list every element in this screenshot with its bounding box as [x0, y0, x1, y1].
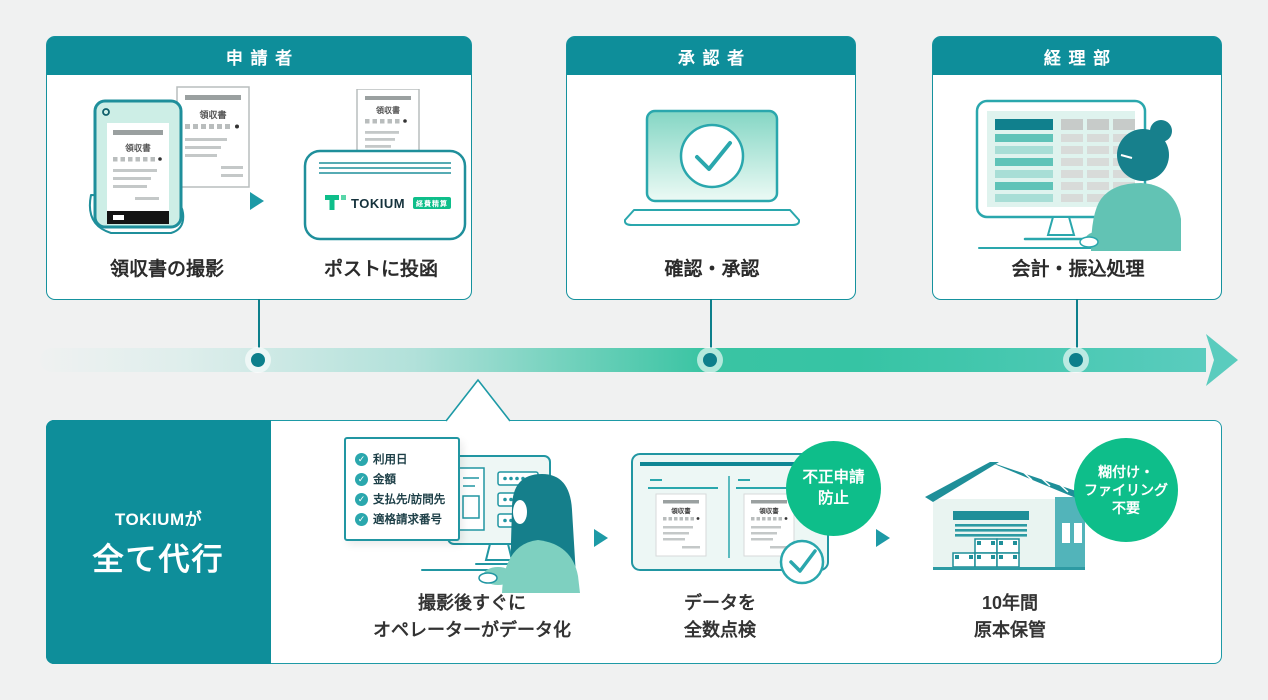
step-label-digitize: 撮影後すぐに オペレーターがデータ化	[373, 593, 571, 640]
tokium-post-icon: TOKIUM 経費精算	[303, 149, 467, 241]
svg-text:領収書: 領収書	[758, 506, 779, 515]
timeline-dot	[1063, 347, 1089, 373]
card-approver: 承認者 確認・承認	[566, 36, 856, 300]
receipt-thumbnail-icon: 領収書	[655, 493, 707, 557]
check-icon: ✓	[355, 512, 368, 526]
operator-illustration	[421, 455, 580, 593]
checkmark-icon	[789, 549, 817, 573]
check-circle-icon	[779, 539, 825, 585]
check-icon: ✓	[355, 472, 368, 486]
connector-line	[710, 299, 712, 360]
step-label-approve: 確認・承認	[664, 259, 760, 280]
no-filing-badge: 糊付け・ ファイリング 不要	[1074, 438, 1178, 542]
timeline-arrowhead-icon	[1206, 334, 1238, 386]
check-circle-icon	[679, 123, 745, 189]
arrow-right-icon	[594, 529, 608, 547]
connector-line	[258, 299, 260, 360]
fraud-prevention-badge: 不正申請 防止	[786, 441, 881, 536]
svg-text:経費精算: 経費精算	[416, 199, 448, 208]
svg-text:TOKIUM: TOKIUM	[351, 196, 405, 211]
phone-capture-illustration: 領収書	[89, 86, 250, 234]
card-accounting-header: 経理部	[933, 37, 1221, 75]
checklist-item: ✓ 適格請求番号	[355, 511, 449, 527]
svg-text:領収書: 領収書	[670, 506, 691, 515]
tokium-logo: TOKIUM 経費精算	[325, 195, 451, 211]
step-label-inspect: データを 全数点検	[684, 593, 756, 640]
arrow-right-icon	[250, 192, 264, 210]
laptop-base	[624, 209, 800, 226]
checkmark-icon	[695, 141, 732, 171]
timeline-dot	[697, 347, 723, 373]
operator-person-icon	[478, 474, 580, 593]
svg-text:領収書: 領収書	[199, 109, 226, 120]
step-label-capture: 領収書の撮影	[109, 259, 224, 280]
check-icon: ✓	[355, 492, 368, 506]
checklist-item: ✓ 支払先/訪問先	[355, 491, 449, 507]
card-approver-header: 承認者	[567, 37, 855, 75]
timeline-arrow	[40, 348, 1206, 372]
panel-service-line: 全て代行	[92, 542, 225, 577]
panel-brand-line: TOKIUMが	[114, 510, 203, 529]
check-icon: ✓	[355, 452, 368, 466]
step-label-storage: 10年間 原本保管	[974, 593, 1046, 640]
accounting-monitor-illustration	[975, 99, 1181, 251]
step-label-payment: 会計・振込処理	[1011, 259, 1145, 280]
connector-line	[1076, 299, 1078, 360]
card-applicant: 申請者 領収書	[46, 36, 472, 300]
card-applicant-header: 申請者	[47, 37, 471, 75]
postbox-illustration: 領収書	[303, 89, 467, 241]
receipt-paper-icon: 領収書	[176, 86, 250, 188]
warehouse-illustration	[925, 462, 1088, 570]
data-checklist: ✓ 利用日 ✓ 金額 ✓ 支払先/訪問先 ✓ 適格請求番号	[344, 437, 460, 541]
svg-text:領収書: 領収書	[124, 143, 151, 153]
smartphone-icon: 領収書	[93, 99, 183, 229]
timeline-dot	[245, 347, 271, 373]
card-accounting: 経理部	[932, 36, 1222, 300]
step-label-post: ポストに投函	[323, 259, 438, 280]
checklist-item: ✓ 利用日	[355, 451, 449, 467]
person-icon	[1079, 120, 1181, 251]
tokium-panel: TOKIUMが 全て代行	[46, 420, 271, 664]
shutter-door-icon	[953, 511, 1029, 537]
arrow-right-icon	[876, 529, 890, 547]
svg-text:領収書: 領収書	[375, 105, 400, 115]
laptop-approve-illustration	[624, 109, 800, 226]
notch-pointer	[445, 378, 511, 422]
receipt-thumbnail-icon: 領収書	[743, 493, 795, 557]
checklist-item: ✓ 金額	[355, 471, 449, 487]
